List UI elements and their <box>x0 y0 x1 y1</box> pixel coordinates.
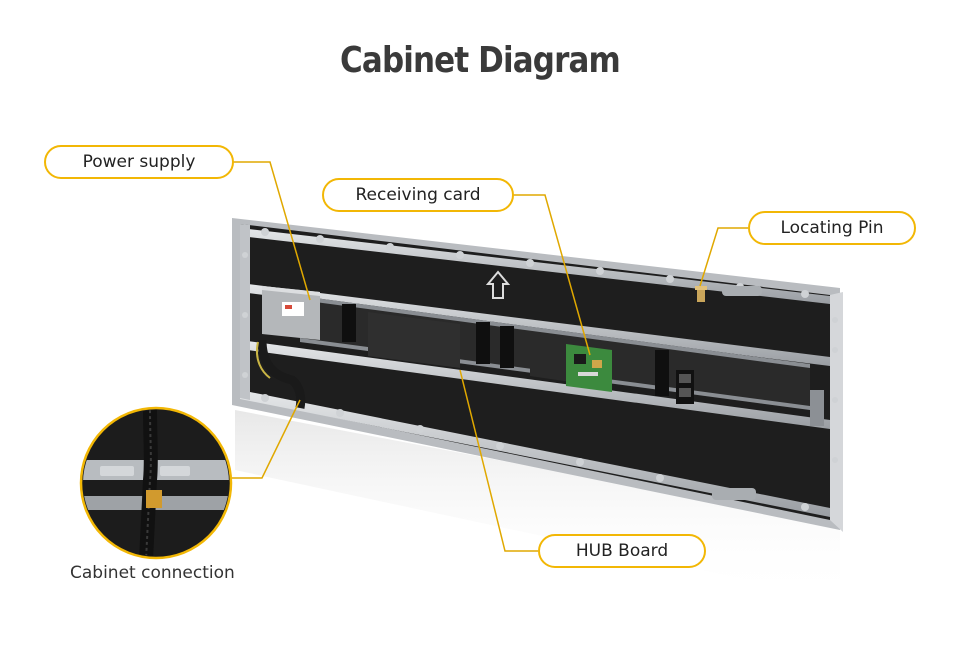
callout-locating-pin: Locating Pin <box>748 211 916 245</box>
receiving-card <box>566 344 612 392</box>
leader-lines <box>232 161 748 552</box>
ground-wire <box>256 341 271 379</box>
cabinet-side-edge <box>830 292 843 532</box>
data-ports <box>676 370 694 404</box>
orientation-arrow-icon <box>485 270 511 299</box>
callout-hub-board: HUB Board <box>538 534 706 568</box>
ribbon-connectors <box>342 304 669 396</box>
hub-board <box>368 312 460 368</box>
power-supply-unit <box>262 286 320 340</box>
cabinet-connection-zoom <box>79 406 233 560</box>
locating-pin <box>695 286 707 302</box>
callout-power-supply: Power supply <box>44 145 234 179</box>
label-cabinet-connection: Cabinet connection <box>70 563 235 583</box>
power-cable <box>257 339 306 409</box>
page-title: Cabinet Diagram <box>340 40 621 81</box>
callout-receiving-card: Receiving card <box>322 178 514 212</box>
bottom-handle <box>712 488 756 500</box>
top-handle <box>722 286 762 296</box>
side-latch <box>810 390 824 426</box>
